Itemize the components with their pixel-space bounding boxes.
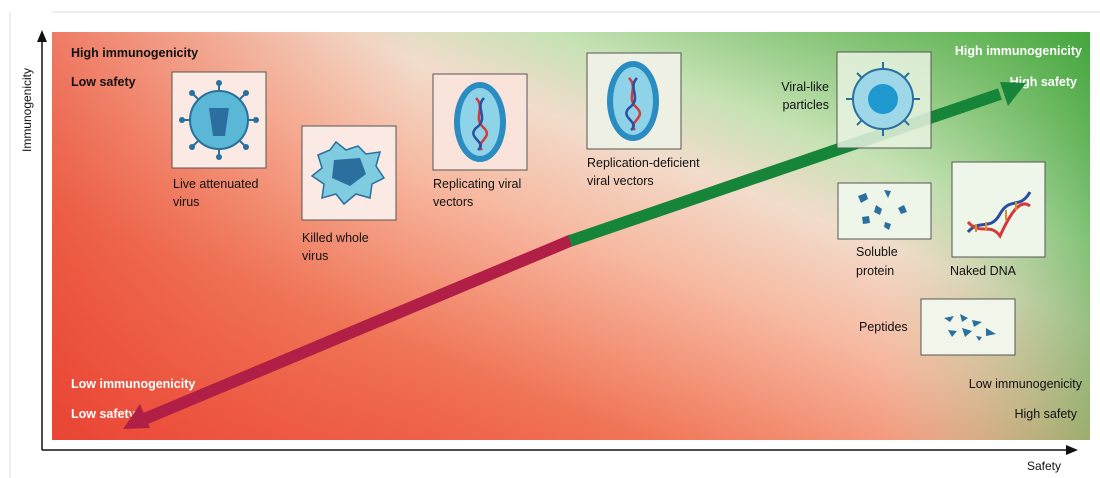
replication-deficient-icon — [607, 61, 659, 141]
corner-bottom-left-line1: Low immunogenicity — [71, 377, 195, 391]
corner-top-left-line2: Low safety — [71, 75, 136, 89]
arrow-red-segment — [139, 234, 575, 426]
viral-like-label-line1: Viral-like — [781, 80, 829, 94]
soluble-protein-box — [837, 182, 932, 240]
replicating-vector-icon — [454, 82, 506, 162]
replicating-viral-vectors: Replicating viral vectors — [432, 73, 528, 209]
corner-bottom-right-line2: High safety — [1014, 407, 1077, 421]
peptides-label: Peptides — [859, 320, 908, 334]
x-axis-label: Safety — [1027, 459, 1061, 473]
live-attenuated-virus: Live attenuated virus — [171, 71, 267, 209]
killed-whole-virus: Killed whole virus — [301, 125, 397, 263]
soluble-protein-label-line2: protein — [856, 264, 894, 278]
arrow-head-low — [123, 404, 150, 429]
corner-top-left-line1: High immunogenicity — [71, 46, 198, 60]
replication-deficient-label-line2: viral vectors — [587, 174, 654, 188]
peptides: Peptides — [859, 298, 1016, 356]
naked-dna: Naked DNA — [950, 161, 1046, 278]
replicating-viral-label-line2: vectors — [433, 195, 473, 209]
naked-dna-label: Naked DNA — [950, 264, 1017, 278]
corner-top-right-line1: High immunogenicity — [955, 44, 1082, 58]
naked-dna-box — [951, 161, 1046, 258]
killed-whole-label-line2: virus — [302, 249, 328, 263]
live-attenuated-virus-icon — [179, 80, 259, 160]
x-axis-arrowhead — [1066, 445, 1078, 455]
corner-bottom-left-line2: Low safety — [71, 407, 136, 421]
peptides-icon — [944, 314, 996, 341]
viral-like-particles: Viral-like particles — [781, 51, 932, 149]
corner-top-right-line2: High safety — [1010, 75, 1077, 89]
killed-virus-icon — [310, 140, 386, 206]
dna-helix-icon — [966, 191, 1032, 239]
live-attenuated-label-line2: virus — [173, 195, 199, 209]
y-axis-arrowhead — [37, 30, 47, 42]
replication-deficient-label-line1: Replication-deficient — [587, 156, 700, 170]
y-axis — [37, 30, 47, 450]
y-axis-label: Immunogenicity — [20, 68, 34, 152]
viral-like-label-line2: particles — [782, 98, 829, 112]
soluble-protein-icon — [858, 190, 907, 230]
peptides-box — [920, 298, 1016, 356]
viral-like-particle-icon — [846, 62, 920, 136]
corner-bottom-right-line1: Low immunogenicity — [969, 377, 1083, 391]
live-attenuated-label-line1: Live attenuated — [173, 177, 259, 191]
arrow-head-high — [1000, 82, 1026, 106]
killed-whole-label-line1: Killed whole — [302, 231, 369, 245]
replicating-viral-label-line1: Replicating viral — [433, 177, 521, 191]
soluble-protein: Soluble protein — [837, 182, 932, 278]
replication-deficient-viral-vectors: Replication-deficient viral vectors — [586, 52, 700, 188]
soluble-protein-label-line1: Soluble — [856, 245, 898, 259]
x-axis — [42, 445, 1078, 455]
